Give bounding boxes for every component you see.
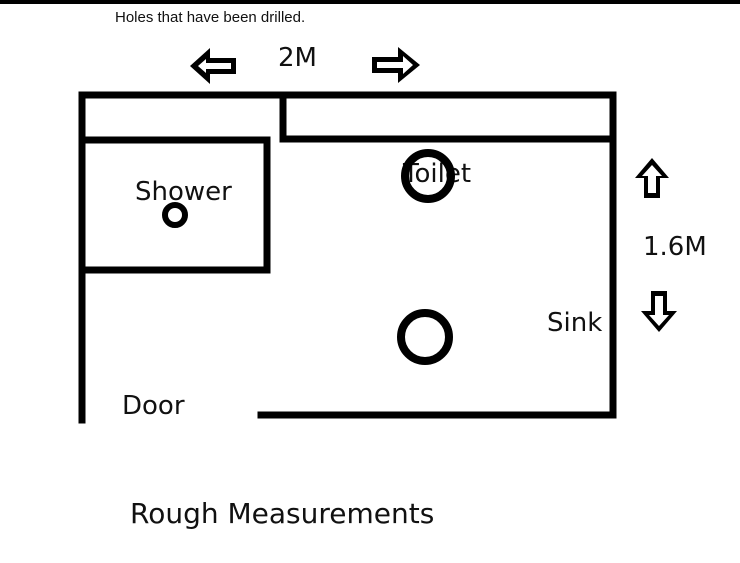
toilet-label: Toilet: [402, 159, 471, 189]
floor-hole: [397, 309, 453, 365]
height-arrow-down-icon: [641, 291, 677, 332]
footer-note: Rough Measurements: [130, 497, 434, 530]
door-label: Door: [122, 391, 185, 421]
height-arrow-up-icon: [635, 158, 669, 198]
height-label: 1.6M: [643, 232, 707, 262]
sink-label: Sink: [547, 308, 602, 338]
header-note: Holes that have been drilled.: [115, 9, 305, 26]
shower-label: Shower: [135, 177, 232, 207]
top-border: [0, 0, 740, 4]
width-label: 2M: [278, 43, 317, 73]
width-arrow-right-icon: [372, 47, 420, 83]
walls: [78, 91, 617, 424]
toilet-hole: [401, 149, 455, 203]
shower-drain-hole: [162, 202, 188, 228]
width-arrow-left-icon: [190, 48, 236, 84]
